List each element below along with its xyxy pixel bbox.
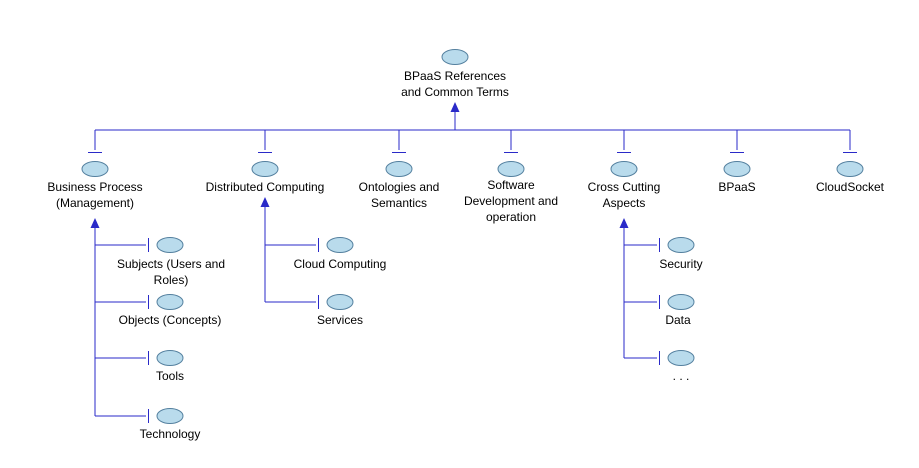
arrowhead-up-icon-root bbox=[450, 102, 460, 112]
drop-business-process bbox=[88, 130, 102, 153]
node-label-subjects: Subjects (Users and Roles) bbox=[116, 257, 226, 287]
node-label-cloudsocket: CloudSocket bbox=[815, 180, 885, 194]
node-label-technology: Technology bbox=[139, 427, 201, 441]
drop-cross-cutting bbox=[617, 130, 631, 153]
node-ellipse-ontologies bbox=[385, 161, 413, 177]
branch-tools bbox=[95, 351, 149, 365]
node-label-business-process: Business Process (Management) bbox=[47, 180, 143, 210]
drop-distributed-computing bbox=[258, 130, 272, 153]
node-label-distributed-computing: Distributed Computing bbox=[205, 180, 325, 194]
node-label-software-development: Software Development and operation bbox=[463, 178, 559, 224]
node-ellipse-software-development bbox=[497, 161, 525, 177]
branch-objects bbox=[95, 295, 149, 309]
node-ellipse-subjects bbox=[156, 237, 184, 253]
node-label-ontologies: Ontologies and Semantics bbox=[358, 180, 440, 210]
drop-cloudsocket bbox=[843, 130, 857, 153]
node-label-root: BPaaS References and Common Terms bbox=[401, 69, 509, 99]
node-ellipse-distributed-computing bbox=[251, 161, 279, 177]
node-label-cloud-computing: Cloud Computing bbox=[293, 257, 387, 271]
node-label-bpaas: BPaaS bbox=[718, 180, 756, 194]
drop-bpaas bbox=[730, 130, 744, 153]
node-ellipse-tools bbox=[156, 350, 184, 366]
node-ellipse-services bbox=[326, 294, 354, 310]
node-ellipse-security bbox=[667, 237, 695, 253]
node-ellipse-objects bbox=[156, 294, 184, 310]
node-ellipse-cloudsocket bbox=[836, 161, 864, 177]
arrowhead-up-icon-distributed-computing bbox=[260, 197, 270, 207]
branch-services bbox=[265, 295, 319, 309]
node-label-ellipsis: . . . bbox=[672, 369, 690, 383]
node-ellipse-root bbox=[441, 49, 469, 65]
node-ellipse-cloud-computing bbox=[326, 237, 354, 253]
node-label-objects: Objects (Concepts) bbox=[118, 313, 222, 327]
arrowhead-up-icon-cross-cutting bbox=[619, 218, 629, 228]
node-label-services: Services bbox=[316, 313, 364, 327]
arrowhead-up-icon-business-process bbox=[90, 218, 100, 228]
branch-subjects bbox=[95, 238, 149, 252]
node-label-data: Data bbox=[665, 313, 691, 327]
drop-ontologies bbox=[392, 130, 406, 153]
node-ellipse-ellipsis bbox=[667, 350, 695, 366]
branch-technology bbox=[95, 409, 149, 423]
node-ellipse-technology bbox=[156, 408, 184, 424]
branch-ellipsis bbox=[624, 351, 660, 365]
node-ellipse-data bbox=[667, 294, 695, 310]
drop-software-development bbox=[504, 130, 518, 153]
node-ellipse-business-process bbox=[81, 161, 109, 177]
node-label-tools: Tools bbox=[155, 369, 185, 383]
node-label-security: Security bbox=[659, 257, 703, 271]
node-ellipse-cross-cutting bbox=[610, 161, 638, 177]
node-ellipse-bpaas bbox=[723, 161, 751, 177]
branch-security bbox=[624, 238, 660, 252]
branch-data bbox=[624, 295, 660, 309]
node-label-cross-cutting: Cross Cutting Aspects bbox=[587, 180, 661, 210]
branch-cloud-computing bbox=[265, 238, 319, 252]
